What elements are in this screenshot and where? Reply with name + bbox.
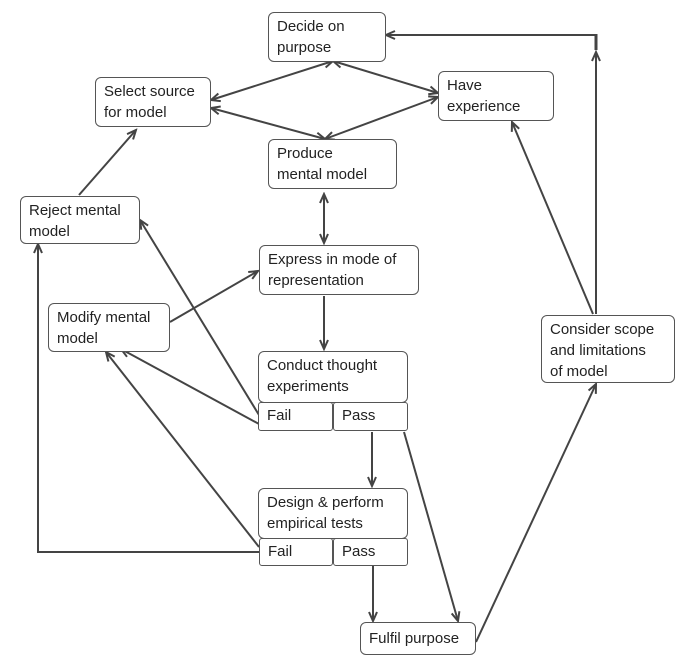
edge-scope-experience xyxy=(512,122,594,315)
node-consider-scope: Consider scope and limitations of model xyxy=(541,315,675,383)
edge-decide-experience xyxy=(333,61,438,93)
node-decide-on-purpose: Decide on purpose xyxy=(268,12,386,62)
node-conduct-thought-experiments: Conduct thought experiments xyxy=(258,351,408,403)
edge-experience-produce xyxy=(325,97,438,139)
node-modify-mental-model: Modify mental model xyxy=(48,303,170,352)
edge-fail1-reject xyxy=(140,220,260,416)
node-reject-mental-model: Reject mental model xyxy=(20,196,140,244)
node-select-source: Select source for model xyxy=(95,77,211,127)
node-express-representation: Express in mode of representation xyxy=(259,245,419,295)
edge-reject-select xyxy=(78,130,136,196)
node-empirical-fail: Fail xyxy=(259,538,333,566)
edge-fail2-modify xyxy=(106,352,260,548)
edge-fulfil-scope xyxy=(475,384,596,643)
node-have-experience: Have experience xyxy=(438,71,554,121)
node-thought-fail: Fail xyxy=(258,402,333,431)
edge-fail2-reject xyxy=(38,244,259,553)
edge-pass1-fulfil xyxy=(403,431,458,621)
edge-fail1-modify xyxy=(121,349,260,425)
node-fulfil-purpose: Fulfil purpose xyxy=(360,622,476,655)
node-produce-mental-model: Produce mental model xyxy=(268,139,397,189)
edge-select-produce xyxy=(211,108,325,139)
edge-decide-select xyxy=(211,61,333,100)
node-empirical-tests: Design & perform empirical tests xyxy=(258,488,408,539)
edge-modify-express xyxy=(169,271,258,323)
node-empirical-pass: Pass xyxy=(333,538,408,566)
node-thought-pass: Pass xyxy=(333,402,408,431)
